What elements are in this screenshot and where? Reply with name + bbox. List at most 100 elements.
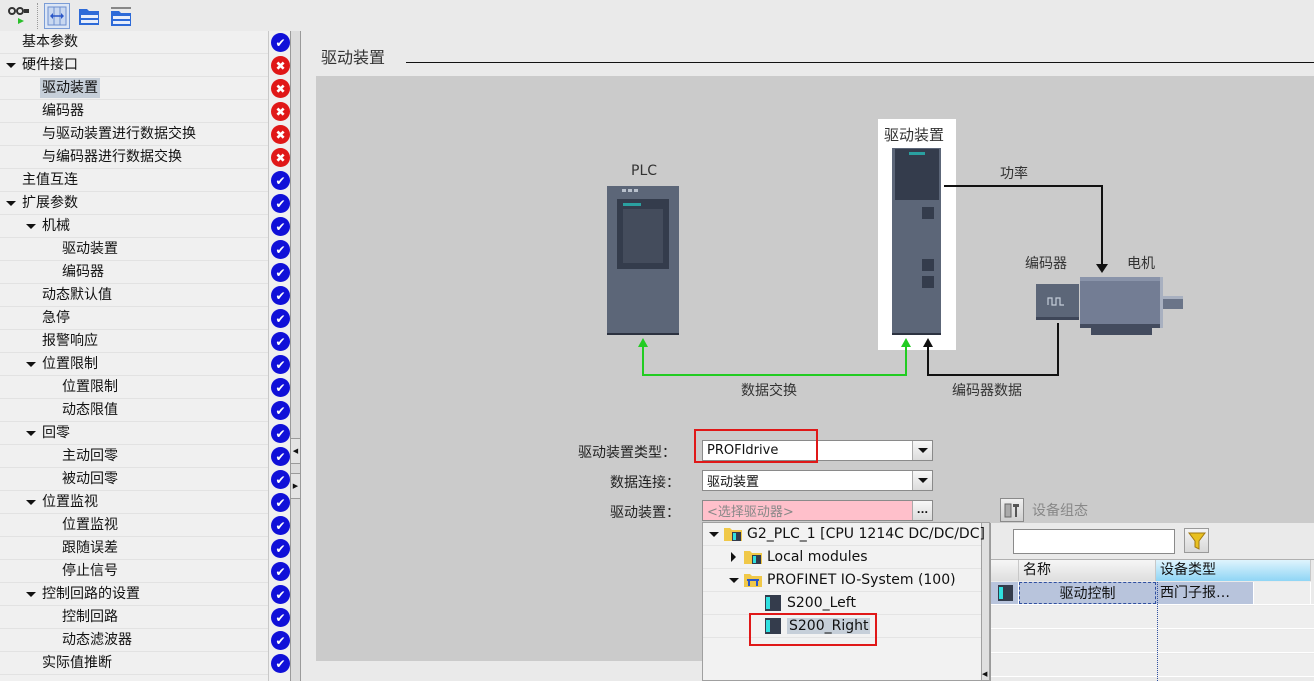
- check-ok-icon: ✔: [271, 217, 290, 236]
- monitor-button[interactable]: [5, 3, 31, 29]
- tree-item[interactable]: S200_Right: [703, 615, 981, 638]
- empty-row: [991, 654, 1314, 677]
- drive-placeholder: <选择驱动器>: [707, 505, 794, 520]
- nav-item[interactable]: 跟随误差: [0, 537, 268, 560]
- expand-arrow-icon[interactable]: [26, 431, 36, 436]
- nav-item[interactable]: 编码器: [0, 100, 268, 123]
- collapse-all-button[interactable]: [108, 3, 134, 29]
- nav-item[interactable]: 被动回零: [0, 468, 268, 491]
- popup-scrollbar[interactable]: ◀: [981, 523, 989, 680]
- arrow-right-icon: ▶: [292, 482, 299, 490]
- nav-item[interactable]: 位置限制: [0, 376, 268, 399]
- drive-device-icon: [763, 594, 783, 616]
- nav-item[interactable]: 基本参数: [0, 31, 268, 54]
- tree-item[interactable]: PROFINET IO-System (100): [703, 569, 981, 592]
- nav-item[interactable]: 主动回零: [0, 445, 268, 468]
- filter-button[interactable]: [1184, 528, 1209, 553]
- nav-item[interactable]: 停止信号: [0, 560, 268, 583]
- expand-arrow-icon[interactable]: [26, 362, 36, 367]
- expand-all-button[interactable]: [76, 3, 102, 29]
- column-width-button[interactable]: [44, 2, 70, 29]
- nav-item-label: 位置限制: [42, 356, 98, 372]
- expand-arrow-icon[interactable]: [26, 592, 36, 597]
- module-folder-icon: [743, 548, 763, 570]
- collapse-left-button[interactable]: ◀: [291, 438, 300, 464]
- drive-device-graphic: [892, 148, 941, 335]
- expand-arrow-icon[interactable]: [6, 201, 16, 206]
- expand-arrow-icon[interactable]: [26, 224, 36, 229]
- device-config-button[interactable]: 设备组态: [1000, 498, 1088, 522]
- check-ok-icon: ✔: [271, 194, 290, 213]
- annotation-highlight-s200-right: [749, 613, 877, 646]
- data-connection-select[interactable]: 驱动装置: [702, 470, 933, 491]
- scroll-arrow-icon: ◀: [982, 670, 988, 678]
- nav-item[interactable]: 控制回路的设置: [0, 583, 268, 606]
- expand-arrow-icon[interactable]: [731, 552, 736, 562]
- nav-item[interactable]: 动态默认值: [0, 284, 268, 307]
- nav-item[interactable]: 编码器: [0, 261, 268, 284]
- check-ok-icon: ✔: [271, 263, 290, 282]
- column-guide: [1157, 582, 1158, 681]
- power-label: 功率: [1000, 166, 1028, 182]
- check-ok-icon: ✔: [271, 654, 290, 673]
- nav-item-label: 与编码器进行数据交换: [42, 149, 182, 165]
- check-ok-icon: ✔: [271, 562, 290, 581]
- expand-arrow-icon[interactable]: [709, 532, 719, 537]
- column-header-device-type[interactable]: 设备类型: [1156, 560, 1311, 581]
- device-config-icon: [1000, 498, 1024, 522]
- nav-item[interactable]: 回零: [0, 422, 268, 445]
- dropdown-button[interactable]: [912, 471, 932, 490]
- section-divider: [406, 62, 1314, 63]
- section-title: 驱动装置: [321, 48, 386, 67]
- toolbar-separator: [37, 2, 38, 29]
- expand-arrow-icon[interactable]: [6, 63, 16, 68]
- table-row[interactable]: 驱动控制 西门子报…: [991, 582, 1314, 605]
- drive-device-icon: [763, 617, 783, 639]
- tree-item-label: G2_PLC_1 [CPU 1214C DC/DC/DC]: [747, 526, 985, 542]
- nav-item[interactable]: 控制回路: [0, 606, 268, 629]
- nav-item[interactable]: 驱动装置: [0, 238, 268, 261]
- check-ok-icon: ✔: [271, 332, 290, 351]
- nav-toolbar: [0, 0, 300, 31]
- nav-item[interactable]: 动态限值: [0, 399, 268, 422]
- nav-item[interactable]: 位置限制: [0, 353, 268, 376]
- nav-item[interactable]: 主值互连: [0, 169, 268, 192]
- nav-item[interactable]: 机械: [0, 215, 268, 238]
- nav-item[interactable]: 扩展参数: [0, 192, 268, 215]
- nav-item[interactable]: 位置监视: [0, 514, 268, 537]
- expand-arrow-icon[interactable]: [26, 500, 36, 505]
- drive-control-icon: [991, 582, 1019, 604]
- parameter-nav-tree: 基本参数硬件接口驱动装置编码器与驱动装置进行数据交换与编码器进行数据交换主值互连…: [0, 31, 268, 681]
- tree-item[interactable]: Local modules: [703, 546, 981, 569]
- nav-item[interactable]: 实际值推断: [0, 652, 268, 675]
- nav-item-label: 跟随误差: [62, 540, 118, 556]
- nav-item[interactable]: 动态滤波器: [0, 629, 268, 652]
- column-header-name[interactable]: 名称: [1019, 560, 1156, 581]
- check-ok-icon: ✔: [271, 240, 290, 259]
- browse-button[interactable]: ...: [912, 501, 932, 520]
- nav-item[interactable]: 与编码器进行数据交换: [0, 146, 268, 169]
- panel-splitter[interactable]: ◀ ▶: [290, 31, 301, 681]
- drive-select-input[interactable]: <选择驱动器> ...: [702, 500, 933, 521]
- nav-item-label: 动态限值: [62, 402, 118, 418]
- nav-item[interactable]: 报警响应: [0, 330, 268, 353]
- dropdown-button[interactable]: [912, 441, 932, 460]
- tree-item[interactable]: S200_Left: [703, 592, 981, 615]
- nav-item[interactable]: 急停: [0, 307, 268, 330]
- filter-input[interactable]: [1013, 529, 1175, 554]
- check-ok-icon: ✔: [271, 631, 290, 650]
- encoder-data-label: 编码器数据: [952, 383, 1022, 399]
- data-connection-value: 驱动装置: [707, 475, 760, 490]
- expand-right-button[interactable]: ▶: [291, 473, 300, 499]
- nav-item[interactable]: 硬件接口: [0, 54, 268, 77]
- nav-item[interactable]: 与驱动装置进行数据交换: [0, 123, 268, 146]
- device-config-label: 设备组态: [1032, 503, 1088, 519]
- nav-item[interactable]: 驱动装置: [0, 77, 268, 100]
- plc-label: PLC: [631, 163, 658, 179]
- expand-arrow-icon[interactable]: [729, 578, 739, 583]
- nav-item-label: 基本参数: [22, 34, 78, 50]
- nav-item[interactable]: 位置监视: [0, 491, 268, 514]
- expand-all-icon: [79, 8, 99, 25]
- tree-item[interactable]: G2_PLC_1 [CPU 1214C DC/DC/DC]: [703, 523, 985, 546]
